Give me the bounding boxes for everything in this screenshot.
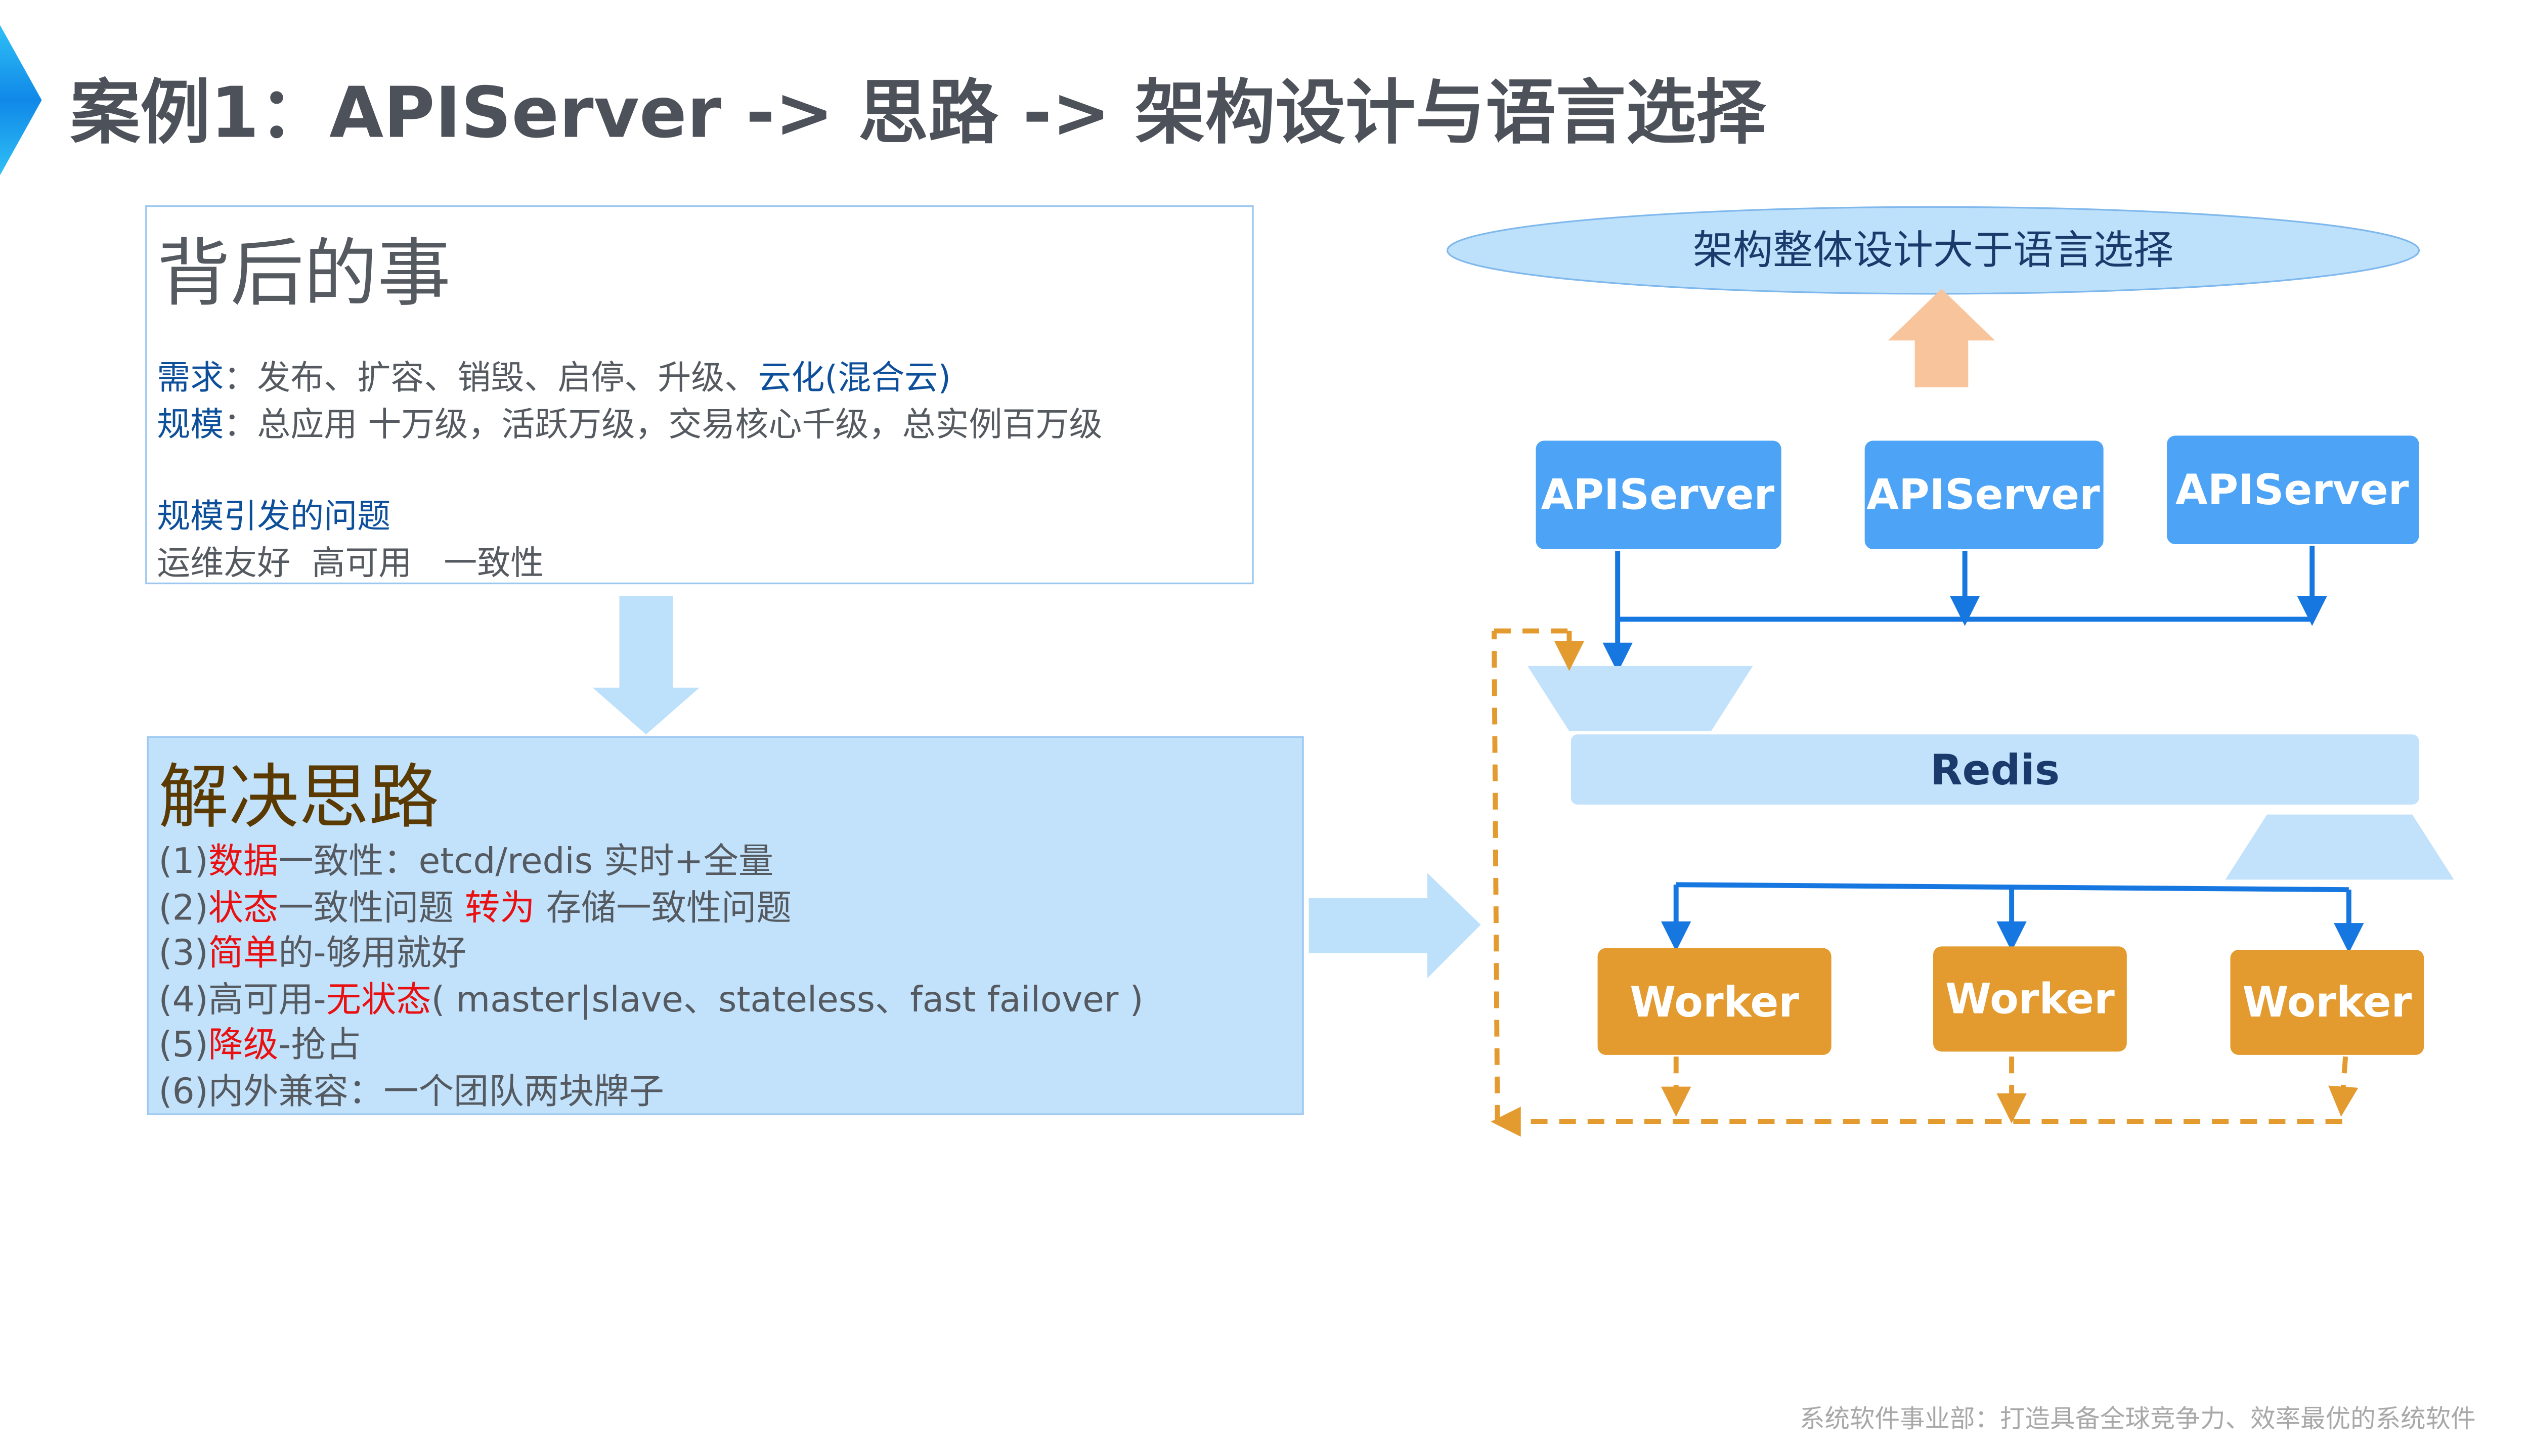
page-title: 案例1：APIServer -> 思路 -> 架构设计与语言选择 [70, 71, 1766, 154]
banner-ellipse [1446, 206, 2420, 295]
footer-slogan: 系统软件事业部：打造具备全球竞争力、效率最优的系统软件 [1799, 1403, 2476, 1434]
redis-label: Redis [1930, 746, 2060, 795]
solution-item: (6)内外兼容：一个团队两块牌子 [158, 1071, 664, 1112]
demand-highlight: 云化(混合云) [758, 357, 951, 398]
banner-text: 架构整体设计大于语言选择 [1693, 226, 2173, 273]
solution-box: 解决思路 (1)数据一致性：etcd/redis 实时+全量 (2)状态一致性问… [147, 736, 1304, 1115]
worker-node: Worker [1597, 948, 1832, 1055]
solution-item: (2)状态一致性问题 转为 存储一致性问题 [158, 888, 792, 929]
redis-input-funnel [1527, 666, 1753, 731]
svg-text:APIServer: APIServer [1541, 471, 1775, 519]
worker-node: Worker [2230, 949, 2424, 1055]
solution-item: (4)高可用-无状态( master|slave、stateless、fast … [158, 980, 1144, 1020]
redis-output-funnel [2225, 814, 2454, 880]
scale-text: ：总应用 十万级，活跃万级，交易核心千级，总实例百万级 [224, 404, 1103, 444]
feedback-dashed-path [1491, 628, 2359, 1137]
solution-heading: 解决思路 [158, 756, 440, 838]
redis-bar [1571, 734, 2419, 805]
api-connectors [1602, 546, 2327, 673]
demand-label: 需求 [157, 357, 224, 398]
worker-node: Worker [1933, 946, 2127, 1052]
background-heading: 背后的事 [157, 232, 451, 318]
solution-item: (3)简单的-够用就好 [158, 933, 466, 974]
svg-text:APIServer: APIServer [1866, 471, 2100, 519]
title-chevron-icon [0, 25, 42, 175]
demand-line: 需求：发布、扩容、销毁、启停、升级、云化(混合云) [157, 350, 951, 399]
worker-connectors [1661, 882, 2364, 953]
right-arrow-icon [1309, 873, 1481, 979]
solution-item: (1)数据一致性：etcd/redis 实时+全量 [158, 841, 774, 881]
background-box: 背后的事 需求：发布、扩容、销毁、启停、升级、云化(混合云) 规模：总应用 十万… [145, 205, 1254, 585]
issues-heading: 规模引发的问题 [157, 496, 391, 536]
demand-text: 发布、扩容、销毁、启停、升级、 [257, 357, 758, 398]
apiserver-node: APIServer [1864, 440, 2104, 549]
up-arrow-icon [1888, 288, 1995, 387]
svg-text:Worker: Worker [1630, 978, 1799, 1027]
scale-line: 规模：总应用 十万级，活跃万级，交易核心千级，总实例百万级 [157, 398, 1102, 446]
apiserver-node: APIServer [2167, 435, 2419, 544]
down-arrow-icon [592, 596, 700, 735]
demand-sep: ： [224, 357, 257, 398]
svg-text:Worker: Worker [2243, 978, 2412, 1027]
apiserver-node: APIServer [1536, 440, 1781, 549]
solution-item: (5)降级-抢占 [158, 1025, 361, 1065]
svg-text:APIServer: APIServer [2175, 466, 2409, 514]
scale-label: 规模 [157, 404, 224, 444]
issues-text: 运维友好 高可用 一致性 [157, 542, 544, 583]
svg-text:Worker: Worker [1945, 975, 2115, 1023]
